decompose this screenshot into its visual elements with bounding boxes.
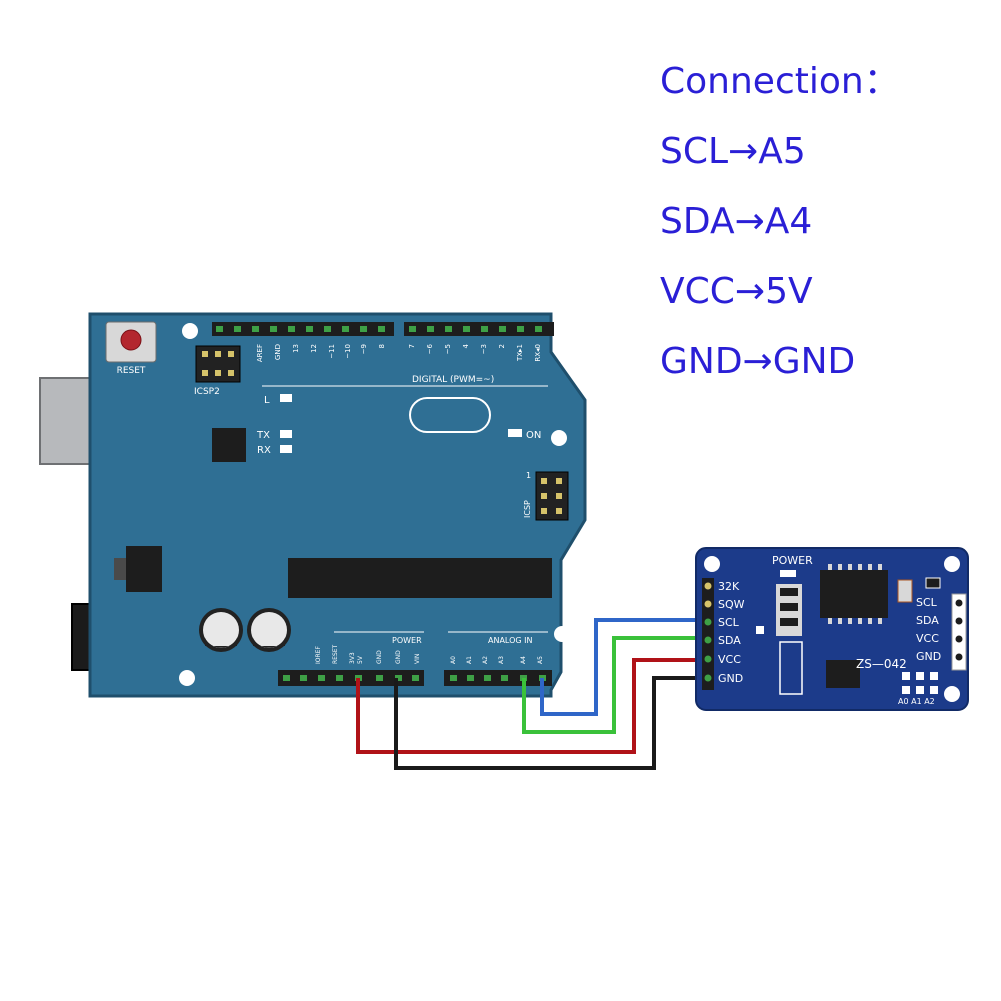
module-pin-gnd: GND [718,672,743,685]
analog-pin-label: A0 [450,656,457,664]
digital-pin-label: ~10 [344,344,352,359]
module-smd-part [925,577,941,589]
module-power-label: POWER [772,554,813,567]
module-pad-array [779,641,803,695]
analog-label: ANALOG IN [488,636,533,645]
module-left-header [702,578,714,690]
digital-pin-label: 2 [498,344,506,348]
digital-pin-label: ~3 [480,344,488,354]
module-right-header [951,593,967,671]
connection-gnd: GND→GND [660,341,856,382]
mount-hole [182,323,198,339]
module-pin-32k: 32K [718,580,740,593]
power-pin-label: VIN [414,654,421,664]
module-hole [944,556,960,572]
power-pin-label: IOREF [315,646,322,664]
module-pin-scl: SCL [718,616,740,629]
module-hole [944,686,960,702]
wire-vcc-5v [356,658,708,754]
wire-scl-a5 [540,618,708,716]
ds3231-chip [820,564,888,624]
icsp-header [535,471,569,521]
digital-header-left [212,322,394,336]
wire-gnd-gnd [394,676,708,770]
analog-pin-label: A5 [537,656,544,664]
connection-vcc: VCC→5V [660,271,813,312]
module-right-pin-vcc: VCC [916,632,939,645]
address-jumpers [902,672,938,694]
digital-pin-label: RX◂0 [534,344,542,362]
reset-button-cap [120,329,142,351]
digital-pin-label: ~9 [360,344,368,354]
usb-chip [212,428,246,462]
icsp-pin1-label: 1 [526,471,531,480]
icsp2-header [195,345,241,383]
voltage-regulator [126,546,162,592]
eeprom-chip [826,660,860,688]
analog-header [444,670,552,686]
led-rx-label: RX [257,445,271,456]
module-right-pin-sda: SDA [916,614,939,627]
reset-label: RESET [117,366,146,376]
digital-pin-label: 7 [408,344,416,348]
led-l-label: L [264,395,270,406]
digital-pin-label: 12 [310,344,318,353]
module-right-pin-scl: SCL [916,596,938,609]
address-label: A0 A1 A2 [898,697,935,706]
analog-pin-label: A3 [498,656,505,664]
digital-header-right [404,322,554,336]
icsp-label: ICSP [523,500,532,518]
led-tx [280,430,292,438]
power-pin-label: 5V [357,655,364,664]
power-header [278,670,424,686]
mount-hole [554,626,570,642]
analog-pin-label: A2 [482,656,489,664]
digital-pin-label: ~6 [426,343,434,354]
digital-pin-label: TX▸1 [516,344,524,362]
led-tx-label: TX [256,430,270,441]
crystal [409,397,491,433]
icsp2-label: ICSP2 [194,387,220,397]
digital-pin-label: ~11 [328,344,336,359]
digital-pin-label: AREF [256,344,264,362]
power-pin-label: RESET [332,644,339,664]
voltage-regulator-tab [114,558,128,580]
analog-pin-label: A4 [520,656,527,664]
mount-hole [551,430,567,446]
digital-pin-label: 8 [378,344,386,348]
atmega-chip [288,558,552,598]
led-on [508,429,522,437]
analog-pin-label: A1 [466,656,473,664]
capacitor [247,608,291,652]
digital-pin-label: 4 [462,343,470,348]
power-label: POWER [392,636,422,645]
connection-scl: SCL→A5 [660,131,806,172]
power-pin-label: GND [376,650,383,664]
digital-pin-label: GND [274,344,282,360]
digital-pin-label: 13 [292,344,300,353]
module-resistors [776,584,802,636]
capacitor [199,608,243,652]
wire-sda-a4 [522,636,708,734]
led-on-label: ON [526,430,541,441]
led-rx [280,445,292,453]
module-right-pin-gnd: GND [916,650,941,663]
module-diode [897,579,913,603]
mount-hole [179,670,195,686]
module-pin-sqw: SQW [718,598,745,611]
power-pin-label: GND [395,650,402,664]
module-pin-vcc: VCC [718,653,741,666]
module-hole [704,556,720,572]
led-l [280,394,292,402]
digital-pin-label: ~5 [444,344,452,354]
connection-sda: SDA→A4 [660,201,813,242]
module-model-label: ZS—042 [856,657,907,671]
module-power-led [780,570,796,577]
module-pin-sda: SDA [718,634,741,647]
module-smd-pad [756,626,764,634]
connection-title: Connection： [660,61,900,102]
power-pin-label: 3V3 [349,652,356,664]
digital-label: DIGITAL (PWM=~) [412,375,494,385]
